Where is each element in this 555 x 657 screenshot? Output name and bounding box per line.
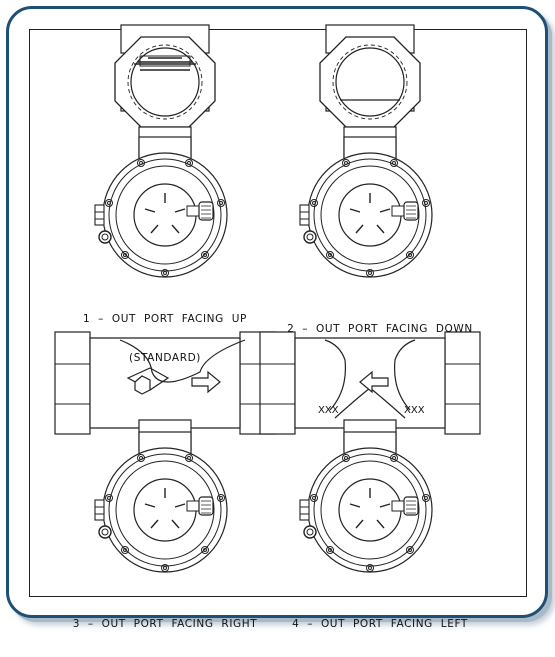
figure-2-caption: 2 – OUT PORT FACING DOWN [270,297,490,362]
figure-4-drawing [259,331,481,573]
figure-1-caption-line2: (STANDARD) [129,352,201,364]
figure-2-caption-line1: 2 – OUT PORT FACING DOWN [287,323,473,335]
figure-1-caption-line1: 1 – OUT PORT FACING UP [83,313,247,325]
figure-4-caption-line1: 4 – OUT PORT FACING LEFT [292,618,468,630]
figure-3-caption-line1: 3 – OUT PORT FACING RIGHT [72,618,258,630]
xxx-label-left: XXX [318,405,339,416]
figure-4-caption: 4 – OUT PORT FACING LEFT [270,592,490,657]
figure-3-drawing [54,331,276,573]
diagram-drawing [54,24,481,573]
figure-3-caption: 3 – OUT PORT FACING RIGHT [55,592,275,657]
figure-2-drawing [299,24,433,278]
figure-1-drawing [94,24,228,278]
figure-1-caption: 1 – OUT PORT FACING UP (STANDARD) [55,287,275,391]
xxx-label-right: XXX [404,405,425,416]
diagram-frame: 1 – OUT PORT FACING UP (STANDARD) 2 – OU… [6,6,548,630]
